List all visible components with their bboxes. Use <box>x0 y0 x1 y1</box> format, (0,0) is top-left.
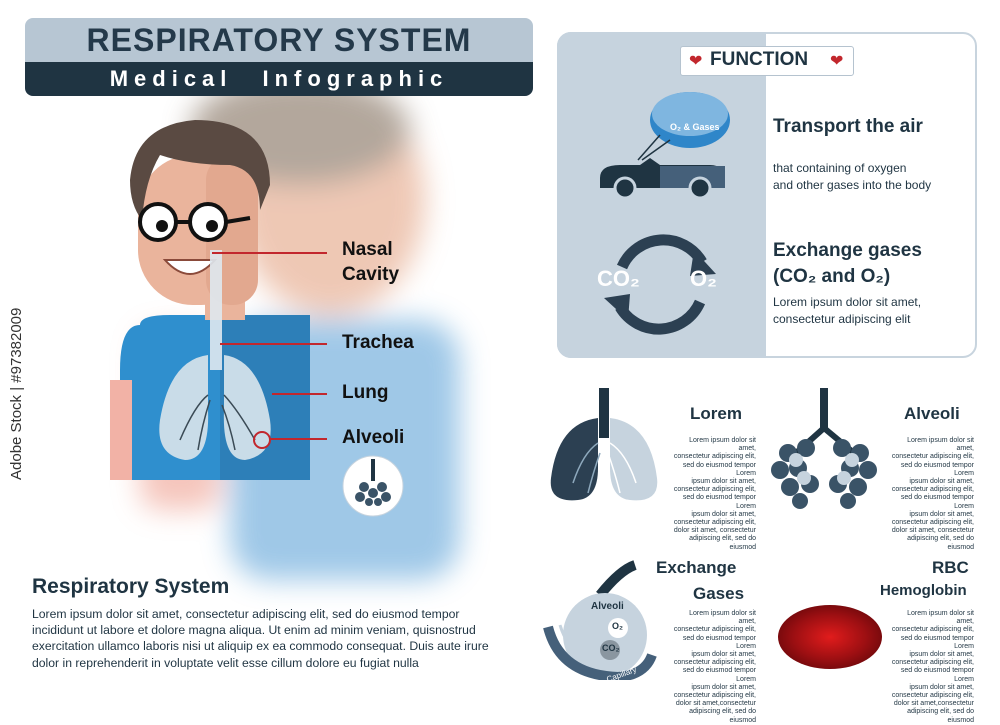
exchange-title-2: (CO₂ and O₂) <box>773 266 891 287</box>
label-alveoli: Alveoli <box>342 427 405 448</box>
co2-label: CO₂ <box>597 266 640 291</box>
card-rbc-title-2: Hemoglobin <box>880 582 967 599</box>
stock-watermark: Adobe Stock | #97382009 <box>8 307 25 480</box>
card-text-line: ipsum dolor sit amet, <box>691 651 756 659</box>
exchange-text-1: Lorem ipsum dolor sit amet, <box>773 295 922 309</box>
label-lung: Lung <box>342 382 389 403</box>
card-text-line: consectetur adipiscing elit, <box>673 659 756 667</box>
card-text-line: consectetur adipiscing elit, <box>891 519 974 527</box>
trachea-pointer <box>220 343 327 345</box>
heart-icon: ❤ <box>830 53 844 70</box>
nasal-pointer <box>212 252 327 254</box>
card-text-line: ipsum dolor sit amet, <box>909 510 974 518</box>
lung-pointer <box>272 393 327 395</box>
card-text-line: sed do eiusmod tempor Lorem <box>682 461 756 477</box>
heart-icon: ❤ <box>689 53 703 70</box>
card-text-line: consectetur adipiscing elit, <box>673 519 756 527</box>
exchange-alveoli-label: Alveoli <box>591 601 624 612</box>
exchange-co2-label: CO₂ <box>602 643 620 653</box>
card-text-line: adipiscing elit, sed do eiusmod <box>689 535 756 551</box>
card-text-line: dolor sit amet, consectetur <box>891 527 974 535</box>
function-title: FUNCTION <box>710 49 809 70</box>
card-exchange-title-1: Exchange <box>656 558 737 577</box>
card-text-line: sed do eiusmod tempor Lorem <box>900 494 974 510</box>
title-banner <box>25 18 533 62</box>
card-text-line: ipsum dolor sit amet, <box>909 683 974 691</box>
exchange-title-1: Exchange gases <box>773 240 922 261</box>
exchange-cycle-icon <box>604 234 716 335</box>
card-text-line: dolor sit amet,consectetur <box>675 700 756 708</box>
card-text-line: Lorem ipsum dolor sit amet, <box>689 437 756 453</box>
alveoli-pointer <box>270 438 327 440</box>
card-text-line: sed do eiusmod tempor Lorem <box>682 494 756 510</box>
card-exchange-title-2: Gases <box>693 584 745 603</box>
man-illustration <box>110 120 310 480</box>
card-text-line: consectetur adipiscing elit, <box>891 626 974 634</box>
alveoli-icon <box>342 455 404 517</box>
car-balloon-icon <box>600 92 730 200</box>
card-text-line: ipsum dolor sit amet, <box>691 478 756 486</box>
card-text-line: sed do eiusmod tempor Lorem <box>900 667 974 683</box>
card-text-line: sed do eiusmod tempor Lorem <box>900 461 974 477</box>
card-lorem-title: Lorem <box>690 404 742 423</box>
card-rbc-title-1: RBC <box>932 558 969 577</box>
card-text-line: Lorem ipsum dolor sit amet, <box>689 610 756 626</box>
capillary-exchange-icon <box>543 560 657 680</box>
transport-title: Transport the air <box>773 116 923 137</box>
alveoli-cluster-icon <box>771 388 877 509</box>
card-lorem-text: Lorem ipsum dolor sit amet,consectetur a… <box>670 437 756 552</box>
bottom-title: Respiratory System <box>32 575 230 598</box>
card-alveoli-text: Lorem ipsum dolor sit amet,consectetur a… <box>888 437 974 552</box>
lung-icon <box>550 388 658 501</box>
card-text-line: consectetur adipiscing elit, <box>673 453 756 461</box>
function-panel-shade <box>557 32 766 358</box>
card-text-line: ipsum dolor sit amet, <box>909 651 974 659</box>
card-text-line: consectetur adipiscing elit, <box>891 486 974 494</box>
card-text-line: consectetur adipiscing elit, <box>673 626 756 634</box>
function-tag <box>680 46 854 76</box>
transport-text-1: that containing of oxygen <box>773 161 907 175</box>
card-text-line: Lorem ipsum dolor sit amet, <box>907 610 974 626</box>
page-subtitle: Medical Infographic <box>109 66 449 91</box>
card-text-line: consectetur adipiscing elit, <box>891 659 974 667</box>
label-trachea: Trachea <box>342 332 414 353</box>
card-text-line: sed do eiusmod tempor Lorem <box>682 634 756 650</box>
card-text-line: sed do eiusmod tempor Lorem <box>682 667 756 683</box>
card-text-line: consectetur adipiscing elit, <box>673 692 756 700</box>
balloon-label: O₂ & Gases <box>670 122 720 132</box>
card-text-line: dolor sit amet, consectetur <box>673 527 756 535</box>
card-text-line: Lorem ipsum dolor sit amet, <box>907 437 974 453</box>
card-text-line: adipiscing elit, sed do eiusmod <box>907 535 974 551</box>
exchange-text-2: consectetur adipiscing elit <box>773 312 911 326</box>
bottom-body-text: Lorem ipsum dolor sit amet, consectetur … <box>32 607 489 670</box>
card-text-line: consectetur adipiscing elit, <box>891 692 974 700</box>
label-cavity: Cavity <box>342 264 400 285</box>
card-text-line: ipsum dolor sit amet, <box>691 683 756 691</box>
label-nasal: Nasal <box>342 239 393 260</box>
page-title: RESPIRATORY SYSTEM <box>86 22 472 58</box>
card-text-line: consectetur adipiscing elit, <box>891 453 974 461</box>
rbc-icon <box>778 605 882 669</box>
card-text-line: dolor sit amet,consectetur <box>893 700 974 708</box>
subtitle-banner <box>25 62 533 96</box>
card-text-line: ipsum dolor sit amet, <box>691 510 756 518</box>
card-alveoli-title: Alveoli <box>904 404 960 423</box>
exchange-o2-label: O₂ <box>612 621 623 631</box>
card-text-line: adipiscing elit, sed do eiusmod <box>689 708 756 724</box>
transport-text-2: and other gases into the body <box>773 178 932 192</box>
o2-label: O₂ <box>690 266 717 291</box>
card-text-line: ipsum dolor sit amet, <box>909 478 974 486</box>
card-text-line: sed do eiusmod tempor Lorem <box>900 634 974 650</box>
card-text-line: consectetur adipiscing elit, <box>673 486 756 494</box>
card-text-line: adipiscing elit, sed do eiusmod <box>907 708 974 724</box>
